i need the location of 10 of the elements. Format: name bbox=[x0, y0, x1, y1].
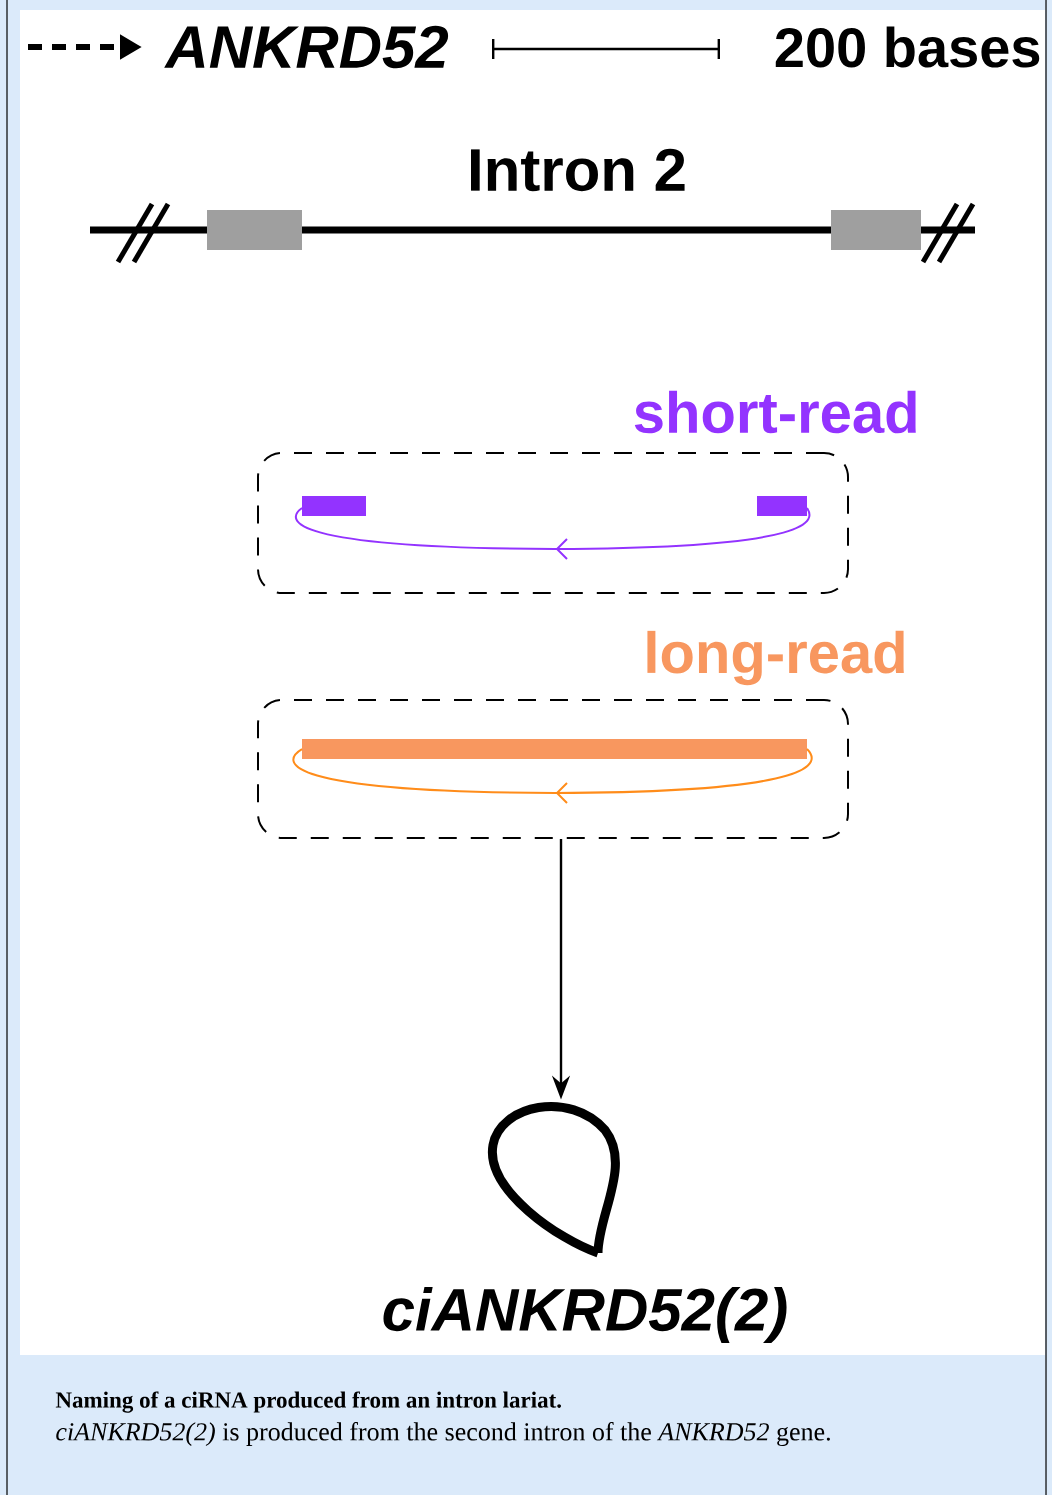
scale-label: 200 bases bbox=[775, 26, 1040, 68]
read-box: long-read bbox=[257, 630, 904, 839]
circrna-label: ciANKRD52(2) bbox=[383, 1287, 787, 1343]
read-box: short-read bbox=[257, 390, 916, 594]
gene-name: ANKRD52 bbox=[164, 25, 449, 69]
caption-text: ciANKRD52(2) is produced from the second intron of the ANKRD52 gene. bbox=[56, 1422, 830, 1446]
caption-title: Naming of a ciRNA produced from an intron lariat. bbox=[55, 1391, 561, 1413]
intron-label: Intron 2 bbox=[471, 148, 685, 192]
node-label: short-read bbox=[634, 390, 916, 434]
node-label: long-read bbox=[647, 630, 904, 686]
